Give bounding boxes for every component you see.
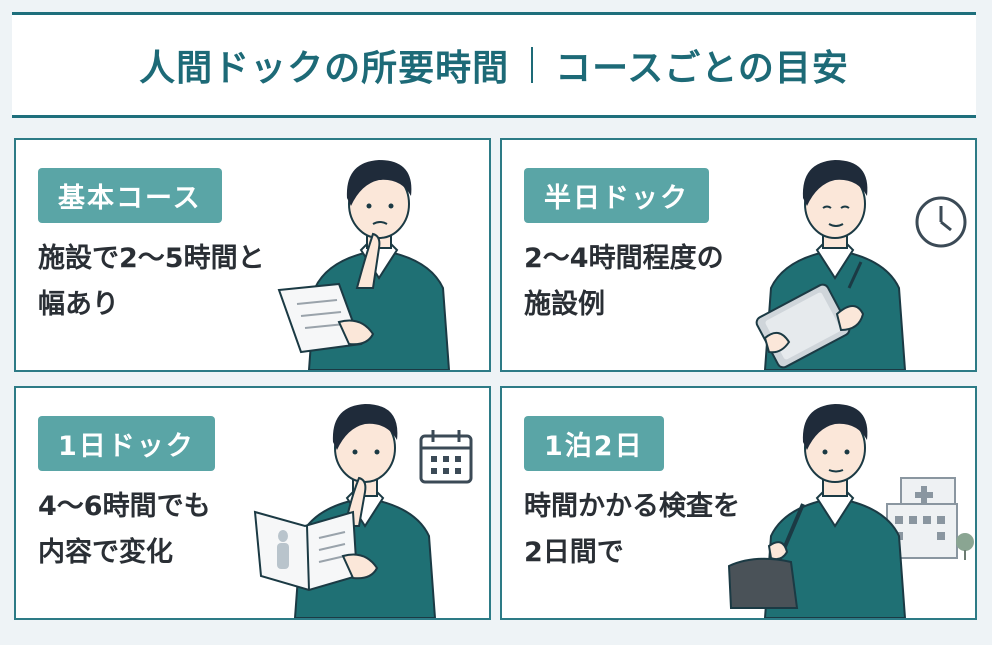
title-divider: [531, 47, 534, 83]
course-badge: 1日ドック: [38, 416, 215, 471]
man-with-tablet-illustration: [755, 160, 967, 370]
page-title: 人間ドックの所要時間 コースごとの目安: [12, 15, 976, 115]
description-line-2: 幅あり: [38, 289, 119, 320]
course-badge: 基本コース: [38, 168, 222, 223]
man-reading-document-illustration: [277, 160, 451, 370]
title-sub: コースごとの目安: [555, 48, 849, 89]
course-description: 時間かかる検査を 2日間で: [524, 484, 740, 576]
course-card-half-day: 半日ドック 2〜4時間程度の 施設例: [500, 138, 977, 372]
course-badge: 1泊2日: [524, 416, 664, 471]
course-badge: 半日ドック: [524, 168, 709, 223]
description-line-2: 施設例: [524, 289, 605, 320]
calendar-icon: [419, 430, 473, 484]
course-description: 4〜6時間でも 内容で変化: [38, 484, 211, 576]
clock-icon: [915, 196, 967, 248]
course-card-basic: 基本コース 施設で2〜5時間と 幅あり: [14, 138, 491, 372]
title-main: 人間ドックの所要時間: [139, 48, 510, 89]
course-description: 施設で2〜5時間と 幅あり: [38, 236, 265, 328]
description-line-1: 時間かかる検査を: [524, 491, 740, 522]
description-line-1: 2〜4時間程度の: [524, 243, 724, 274]
description-line-2: 2日間で: [524, 537, 624, 568]
description-line-1: 4〜6時間でも: [38, 491, 211, 522]
man-reading-brochure-illustration: [253, 404, 473, 618]
description-line-2: 内容で変化: [38, 537, 173, 568]
course-description: 2〜4時間程度の 施設例: [524, 236, 724, 328]
title-banner: 人間ドックの所要時間 コースごとの目安: [12, 12, 976, 118]
description-line-1: 施設で2〜5時間と: [38, 243, 265, 274]
course-card-overnight: 1泊2日 時間かかる検査を 2日間で: [500, 386, 977, 620]
course-card-one-day: 1日ドック 4〜6時間でも 内容で変化: [14, 386, 491, 620]
man-with-travel-bag-illustration: [727, 404, 974, 618]
